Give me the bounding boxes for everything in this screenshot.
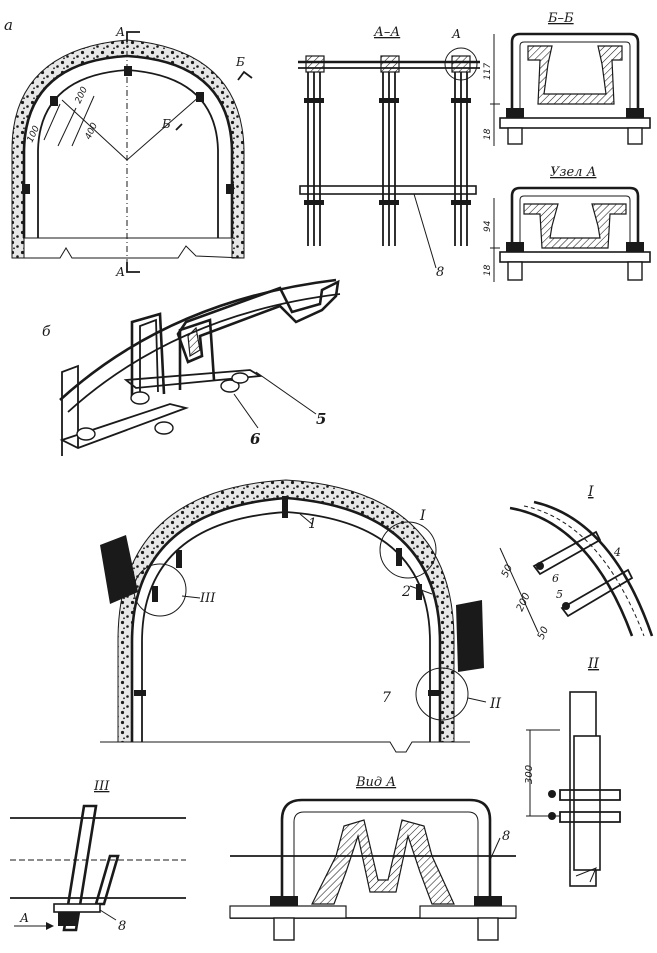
detail-II-title: II: [587, 656, 600, 672]
section-bb: Б–Б 117 18: [483, 11, 651, 146]
section-aa-node-marker: А: [451, 27, 461, 41]
dimension-300: 300: [524, 765, 535, 784]
tunnel-main: 1 2 7 I II III: [100, 479, 502, 753]
section-bb-title: Б–Б: [547, 11, 574, 26]
section-marker-b-top: Б: [235, 55, 245, 69]
dimension-18-top: 18: [483, 128, 493, 140]
dimension-400: 400: [84, 121, 100, 141]
dimension-200-detail: 200: [515, 591, 533, 613]
callout-8-aa: 8: [436, 265, 444, 280]
detail-I: I 50 200 50 4 6 5: [499, 484, 654, 641]
dimension-18-bottom: 18: [483, 264, 493, 276]
callout-6-detail-I: 6: [552, 572, 559, 585]
callout-III: III: [199, 591, 216, 606]
dimension-200: 200: [74, 85, 90, 105]
dimension-117: 117: [483, 63, 493, 80]
detail-I-title: I: [587, 484, 594, 500]
dimension-94: 94: [483, 220, 493, 232]
tunnel-section-a: а А А Б Б 100 200 400: [4, 16, 253, 279]
section-marker-b-mid: Б: [161, 117, 171, 131]
callout-I: I: [419, 508, 426, 524]
dimension-50-top: 50: [500, 563, 515, 579]
dimension-50-bottom: 50: [536, 625, 551, 641]
section-marker-a-bottom: А: [115, 265, 125, 279]
view-a-arrow-label: А: [19, 911, 29, 925]
detail-III: III А 8: [10, 779, 186, 934]
node-a: Узел А 94 18: [483, 165, 651, 282]
section-aa: А–А А 8: [298, 25, 480, 280]
callout-4-detail-I: 4: [613, 546, 621, 559]
view-a: Вид А 8: [229, 775, 517, 941]
callout-8-detail-III: 8: [118, 919, 126, 934]
callout-II: II: [489, 696, 502, 712]
callout-6-b: 6: [250, 430, 261, 448]
figure-label-b: б: [42, 324, 51, 340]
detail-II: II 300: [524, 656, 621, 887]
figure-label-a: а: [4, 16, 13, 34]
callout-5-b: 5: [316, 410, 326, 428]
callout-1: 1: [308, 516, 317, 532]
callout-5-detail-I: 5: [556, 588, 563, 601]
callout-7: 7: [382, 690, 391, 706]
section-marker-a-top: А: [115, 25, 125, 39]
clamp-isometric-b: б 5 6: [42, 278, 341, 456]
section-aa-title: А–А: [373, 25, 400, 40]
callout-2: 2: [401, 584, 411, 600]
view-a-title: Вид А: [355, 775, 396, 790]
node-a-title: Узел А: [550, 165, 596, 180]
detail-III-title: III: [93, 779, 110, 794]
callout-8-view-a: 8: [502, 829, 510, 844]
